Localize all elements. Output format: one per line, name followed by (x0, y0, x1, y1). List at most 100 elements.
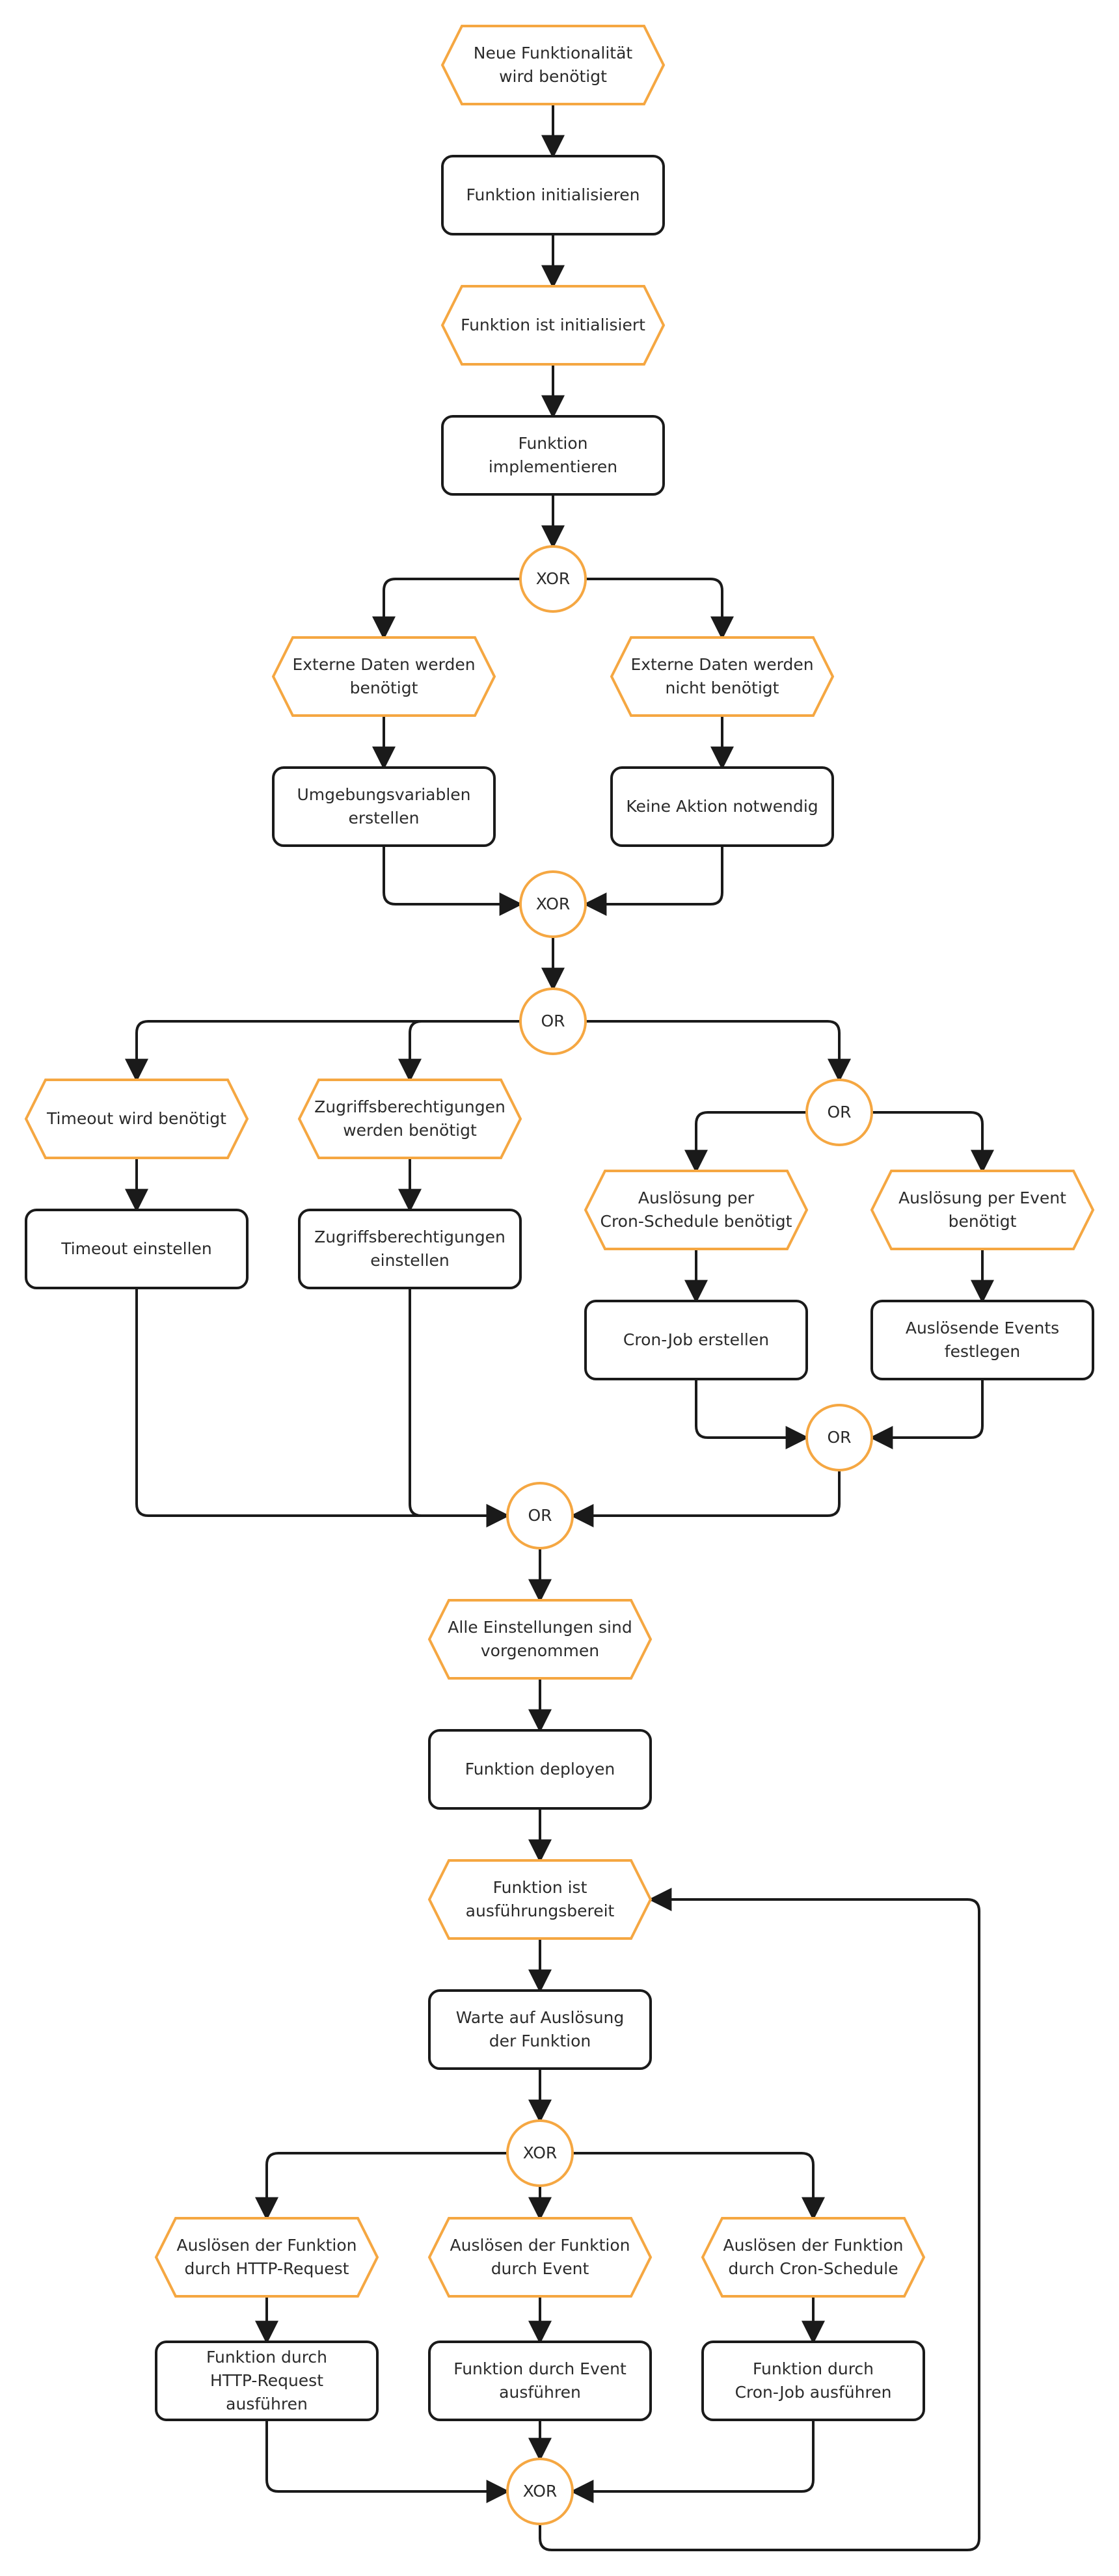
edge-g3-e6 (398, 1020, 520, 1082)
gateway-node-g7: XOR (506, 2119, 574, 2187)
edge-f4-g2 (583, 846, 723, 916)
function-shape (155, 2341, 379, 2421)
edge-f8-g5 (869, 1379, 984, 1449)
node-label-line: festlegen (945, 1342, 1020, 1361)
node-label-line: Externe Daten werden (630, 655, 813, 674)
node-label-line: Warte auf Auslösung (456, 2008, 625, 2027)
function-node-f5: Timeout einstellen (25, 1209, 249, 1289)
edge-g3-g4 (586, 1020, 851, 1082)
event-shape (870, 1170, 1095, 1250)
node-label-line: ausführungsbereit (466, 1901, 615, 1920)
node-label-line: nicht benötigt (666, 678, 779, 697)
gateway-label: OR (827, 1103, 851, 1121)
gateway-node-g2: XOR (519, 870, 587, 938)
event-shape (701, 2217, 926, 2298)
function-node-f1: Funktion initialisieren (441, 155, 665, 235)
node-label-line: Funktion deployen (465, 1760, 615, 1778)
node-label-line: Externe Daten werden (292, 655, 475, 674)
node-label-line: wird benötigt (499, 67, 607, 86)
gateway-shape (506, 1482, 574, 1550)
node-label-line: durch Cron-Schedule (728, 2259, 898, 2278)
function-shape (584, 1300, 808, 1380)
event-shape (154, 2217, 379, 2298)
event-shape (440, 25, 666, 105)
function-shape (870, 1300, 1094, 1380)
node-label-line: einstellen (370, 1251, 450, 1270)
edge-f7-g5 (695, 1379, 809, 1449)
node-label-line: Umgebungsvariablen (297, 785, 470, 804)
node-label-line: erstellen (349, 809, 420, 827)
node-label-line: benötigt (350, 678, 418, 697)
node-label-line: Keine Aktion notwendig (626, 797, 818, 816)
gateway-shape (519, 545, 587, 613)
function-node-f4: Keine Aktion notwendig (610, 766, 834, 847)
function-shape (428, 1729, 652, 1810)
node-label-line: Funktion durch Event (453, 2359, 627, 2378)
function-shape (298, 1209, 522, 1289)
event-shape (297, 1079, 522, 1159)
node-label-line: Timeout einstellen (61, 1239, 212, 1258)
node-label-line: Alle Einstellungen sind (448, 1618, 632, 1637)
node-label-line: durch HTTP-Request (185, 2259, 349, 2278)
gateway-node-g3: OR (519, 987, 587, 1055)
node-label-line: Auslösen der Funktion (177, 2236, 357, 2255)
gateway-shape (506, 2458, 574, 2525)
gateway-label: XOR (523, 2143, 558, 2162)
node-label-line: Auslösen der Funktion (450, 2236, 630, 2255)
gateway-node-g5: OR (805, 1404, 873, 1471)
node-label-line: Timeout wird benötigt (46, 1109, 226, 1128)
edge-g8-e10 (539, 1888, 980, 2551)
node-label-line: Funktion ist (493, 1878, 587, 1897)
gateway-node-g6: OR (506, 1482, 574, 1550)
node-label-line: Cron-Schedule benötigt (600, 1212, 792, 1231)
edge-g1-e4 (586, 578, 734, 640)
edge-g1-e3 (372, 578, 520, 640)
event-node-e2: Funktion ist initialisiert (440, 285, 666, 366)
node-label-line: Zugriffsberechtigungen (314, 1097, 506, 1116)
event-shape (427, 1599, 653, 1680)
function-shape (701, 2341, 925, 2421)
node-label-line: Funktion durch (753, 2359, 874, 2378)
event-shape (440, 285, 666, 366)
function-shape (610, 766, 834, 847)
event-shape (427, 1859, 653, 1940)
gateway-shape (805, 1079, 873, 1146)
function-node-f9: Funktion deployen (428, 1729, 652, 1810)
event-shape (584, 1170, 809, 1250)
function-shape (428, 1989, 652, 2070)
node-label-line: Funktion durch (206, 2348, 327, 2367)
gateway-shape (805, 1404, 873, 1471)
node-label-line: Auslösung per (638, 1188, 755, 1207)
edge-f5-g6 (135, 1288, 510, 1527)
gateway-label: XOR (536, 569, 571, 588)
node-label-line: durch Event (491, 2259, 589, 2278)
event-node-e12: Auslösen der Funktion durch Event (427, 2217, 653, 2298)
function-shape (25, 1209, 249, 1289)
function-node-f3: Umgebungsvariablen erstellen (272, 766, 496, 847)
node-label-line: HTTP-Request (210, 2371, 323, 2390)
event-node-e3: Externe Daten werden benötigt (271, 636, 496, 717)
event-shape (610, 636, 835, 717)
event-shape (271, 636, 496, 717)
function-shape (428, 2341, 652, 2421)
gateway-label: OR (541, 1012, 565, 1030)
node-label-line: benötigt (949, 1212, 1017, 1231)
edge-g7-e11 (255, 2152, 507, 2221)
edge-f6-g6 (409, 1288, 510, 1527)
node-label-line: Zugriffsberechtigungen (314, 1228, 506, 1246)
gateway-label: OR (827, 1428, 851, 1447)
node-label-line: werden benötigt (343, 1121, 477, 1140)
edge-g4-e8 (872, 1111, 994, 1174)
event-node-e11: Auslösen der Funktion durch HTTP-Request (154, 2217, 379, 2298)
event-node-e10: Funktion ist ausführungsbereit (427, 1859, 653, 1940)
event-node-e4: Externe Daten werden nicht benötigt (610, 636, 835, 717)
node-label-line: Funktion initialisieren (466, 185, 640, 204)
